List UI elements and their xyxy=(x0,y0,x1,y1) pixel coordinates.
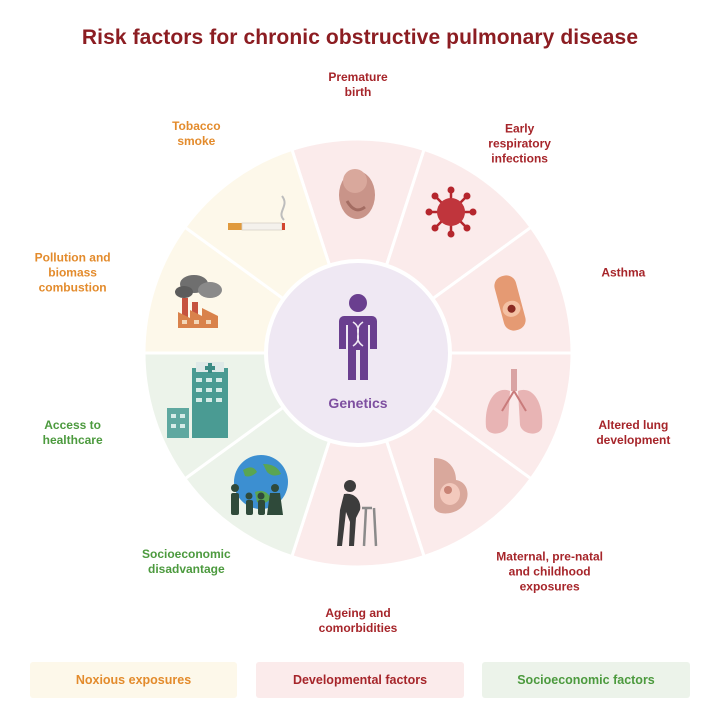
virus-icon xyxy=(425,186,477,238)
genetics-center-circle xyxy=(264,259,452,447)
legend-socioeconomic-factors: Socioeconomic factors xyxy=(482,662,690,698)
factor-label: Altered lung development xyxy=(596,417,671,447)
pregnancy-icon xyxy=(434,458,468,514)
family-globe-icon xyxy=(231,455,288,515)
factor-label: Pollution and biomass combustion xyxy=(34,250,111,295)
cigarette-icon xyxy=(228,195,286,231)
lungs-icon xyxy=(485,369,543,434)
fetus-icon xyxy=(339,169,375,219)
legend-noxious-exposures: Noxious exposures xyxy=(30,662,237,698)
legend-developmental-factors: Developmental factors xyxy=(256,662,464,698)
factor-label: Ageing and comorbidities xyxy=(318,606,398,635)
airway-icon xyxy=(494,275,526,331)
factor-label: Asthma xyxy=(601,265,646,280)
person-dna-icon xyxy=(339,294,377,380)
elderly-walker-icon xyxy=(337,480,378,547)
factor-label: Tobacco smoke xyxy=(172,119,221,149)
genetics-label: Genetics xyxy=(328,395,388,411)
factor-label: Early respiratory infections xyxy=(488,121,551,166)
factor-label: Maternal, pre-natal and childhood exposu… xyxy=(496,549,603,594)
diagram-title: Risk factors for chronic obstructive pul… xyxy=(81,26,639,49)
factor-label: Access to healthcare xyxy=(42,417,103,447)
factor-label: Socioeconomic disadvantage xyxy=(142,546,231,576)
factory-smoke-icon xyxy=(175,275,222,328)
factor-label: Premature birth xyxy=(328,70,388,99)
hospital-icon xyxy=(167,362,228,438)
